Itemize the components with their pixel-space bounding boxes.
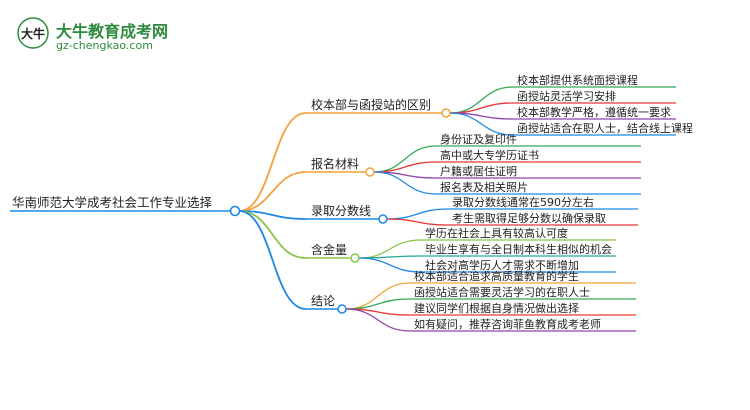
leaf-label-3-1: 毕业生享有与全日制本科生相似的机会 — [425, 242, 612, 256]
root-node-label: 华南师范大学成考社会工作专业选择 — [12, 195, 213, 210]
branch-label-0: 校本部与函授站的区别 — [311, 97, 431, 112]
branch-link-0 — [238, 112, 307, 212]
branch-label-1: 报名材料 — [311, 156, 359, 171]
branch-link-4 — [238, 210, 307, 310]
branch-node-dot-2[interactable] — [378, 214, 388, 224]
leaf-link-0-3 — [449, 112, 514, 136]
root-node-dot[interactable] — [229, 205, 241, 217]
branch-node-dot-3[interactable] — [350, 253, 360, 263]
branch-label-4: 结论 — [311, 294, 335, 308]
leaf-link-2-0 — [386, 208, 449, 220]
leaf-link-1-0 — [373, 145, 437, 173]
leaf-link-2-1 — [386, 218, 449, 226]
branch-node-dot-1[interactable] — [365, 167, 375, 177]
branch-node-dot-4[interactable] — [337, 304, 347, 314]
bull-logo-icon: 大牛 — [17, 17, 49, 49]
leaf-label-4-1: 函授站适合需要灵活学习的在职人士 — [414, 285, 590, 299]
leaf-label-0-1: 函授站灵活学习安排 — [517, 89, 616, 103]
branch-label-3: 含金量 — [311, 242, 347, 257]
leaf-label-1-0: 身份证及复印件 — [440, 132, 517, 146]
mind-map-nodes: 华南师范大学成考社会工作专业选择校本部与函授站的区别校本部提供系统面授课程函授站… — [12, 73, 693, 331]
leaf-link-4-0 — [345, 282, 411, 310]
leaf-link-1-3 — [373, 171, 437, 195]
leaf-label-3-2: 社会对高学历人才需求不断增加 — [425, 258, 579, 272]
leaf-label-1-1: 高中或大专学历证书 — [440, 148, 539, 162]
branch-link-1 — [238, 171, 307, 212]
leaf-label-0-3: 函授站适合在职人士，结合线上课程 — [517, 121, 693, 135]
leaf-label-3-0: 学历在社会上具有较高认可度 — [425, 226, 568, 240]
leaf-link-3-2 — [358, 257, 422, 273]
logo-url: gz-chengkao.com — [56, 39, 153, 52]
leaf-link-0-0 — [449, 86, 514, 114]
leaf-label-2-1: 考生需取得足够分数以确保录取 — [452, 211, 606, 225]
branch-link-3 — [238, 210, 307, 259]
leaf-label-0-0: 校本部提供系统面授课程 — [517, 73, 638, 87]
logo-mark-text: 大牛 — [21, 26, 45, 41]
site-logo[interactable]: 大牛 大牛教育成考网 gz-chengkao.com — [16, 16, 168, 56]
leaf-label-2-0: 录取分数线通常在590分左右 — [452, 195, 594, 209]
leaf-label-0-2: 校本部教学严格，遵循统一要求 — [517, 105, 671, 119]
leaf-link-3-0 — [358, 239, 422, 259]
mind-map-links — [10, 86, 676, 332]
branch-node-dot-0[interactable] — [441, 108, 451, 118]
leaf-label-4-0: 校本部适合追求高质量教育的学生 — [414, 269, 579, 283]
leaf-label-4-2: 建议同学们根据自身情况做出选择 — [414, 301, 579, 315]
leaf-label-4-3: 如有疑问，推荐咨询菲鱼教育成考老师 — [414, 317, 601, 331]
leaf-link-4-3 — [345, 308, 411, 332]
leaf-label-1-3: 报名表及相关照片 — [440, 180, 528, 194]
branch-label-2: 录取分数线 — [311, 203, 371, 218]
leaf-label-1-2: 户籍或居住证明 — [440, 164, 517, 178]
logo-title: 大牛教育成考网 — [56, 22, 169, 41]
